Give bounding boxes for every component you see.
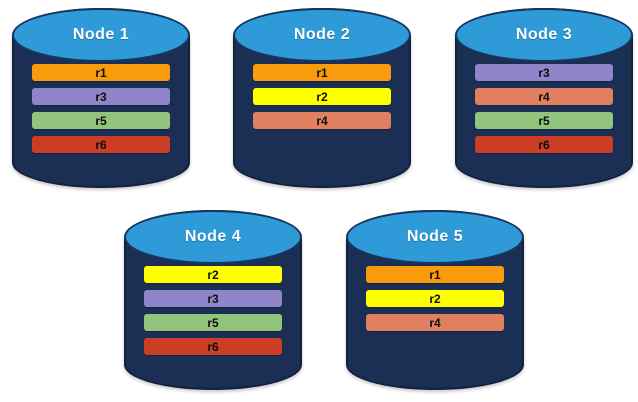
- node-5-replica-list: r1 r2 r4: [346, 266, 524, 331]
- node-2-replica-list: r1 r2 r4: [233, 64, 411, 129]
- replica-bar[interactable]: r3: [32, 88, 170, 105]
- replica-bar[interactable]: r4: [475, 88, 613, 105]
- node-1-cylinder-top: Node 1: [12, 8, 190, 62]
- replica-label: r4: [538, 89, 550, 104]
- node-4[interactable]: Node 4 r2 r3 r5 r6: [124, 210, 302, 390]
- replica-bar[interactable]: r4: [253, 112, 391, 129]
- node-1-label: Node 1: [72, 26, 130, 43]
- replica-bar[interactable]: r5: [475, 112, 613, 129]
- replica-label: r6: [538, 137, 550, 152]
- replica-label: r5: [95, 113, 107, 128]
- replica-bar[interactable]: r6: [32, 136, 170, 153]
- node-5-cylinder-top: Node 5: [346, 210, 524, 264]
- replica-bar[interactable]: r1: [366, 266, 504, 283]
- replica-bar[interactable]: r6: [144, 338, 282, 355]
- replica-bar[interactable]: r1: [32, 64, 170, 81]
- node-2-cylinder-top: Node 2: [233, 8, 411, 62]
- replica-bar[interactable]: r6: [475, 136, 613, 153]
- node-3-label: Node 3: [515, 26, 573, 43]
- replica-label: r3: [95, 89, 107, 104]
- replica-label: r3: [538, 65, 550, 80]
- replica-bar[interactable]: r2: [144, 266, 282, 283]
- node-5[interactable]: Node 5 r1 r2 r4: [346, 210, 524, 390]
- replica-label: r3: [207, 291, 219, 306]
- replica-label: r4: [316, 113, 328, 128]
- replica-bar[interactable]: r3: [475, 64, 613, 81]
- replica-label: r5: [207, 315, 219, 330]
- replica-bar[interactable]: r4: [366, 314, 504, 331]
- replica-bar[interactable]: r2: [366, 290, 504, 307]
- replica-label: r2: [207, 267, 219, 282]
- replica-bar[interactable]: r1: [253, 64, 391, 81]
- node-4-replica-list: r2 r3 r5 r6: [124, 266, 302, 355]
- node-4-cylinder-top: Node 4: [124, 210, 302, 264]
- replica-bar[interactable]: r2: [253, 88, 391, 105]
- replica-label: r6: [207, 339, 219, 354]
- replica-label: r1: [429, 267, 441, 282]
- replica-bar[interactable]: r5: [144, 314, 282, 331]
- replica-label: r4: [429, 315, 441, 330]
- node-2-label: Node 2: [293, 26, 351, 43]
- node-1-replica-list: r1 r3 r5 r6: [12, 64, 190, 153]
- replica-label: r1: [316, 65, 328, 80]
- replica-label: r5: [538, 113, 550, 128]
- replica-bar[interactable]: r5: [32, 112, 170, 129]
- replica-label: r1: [95, 65, 107, 80]
- node-3-replica-list: r3 r4 r5 r6: [455, 64, 633, 153]
- node-2[interactable]: Node 2 r1 r2 r4: [233, 8, 411, 188]
- node-3[interactable]: Node 3 r3 r4 r5 r6: [455, 8, 633, 188]
- replica-label: r2: [429, 291, 441, 306]
- node-1[interactable]: Node 1 r1 r3 r5 r6: [12, 8, 190, 188]
- node-5-label: Node 5: [406, 228, 464, 245]
- replica-bar[interactable]: r3: [144, 290, 282, 307]
- replica-label: r6: [95, 137, 107, 152]
- node-4-label: Node 4: [184, 228, 242, 245]
- node-3-cylinder-top: Node 3: [455, 8, 633, 62]
- replica-label: r2: [316, 89, 328, 104]
